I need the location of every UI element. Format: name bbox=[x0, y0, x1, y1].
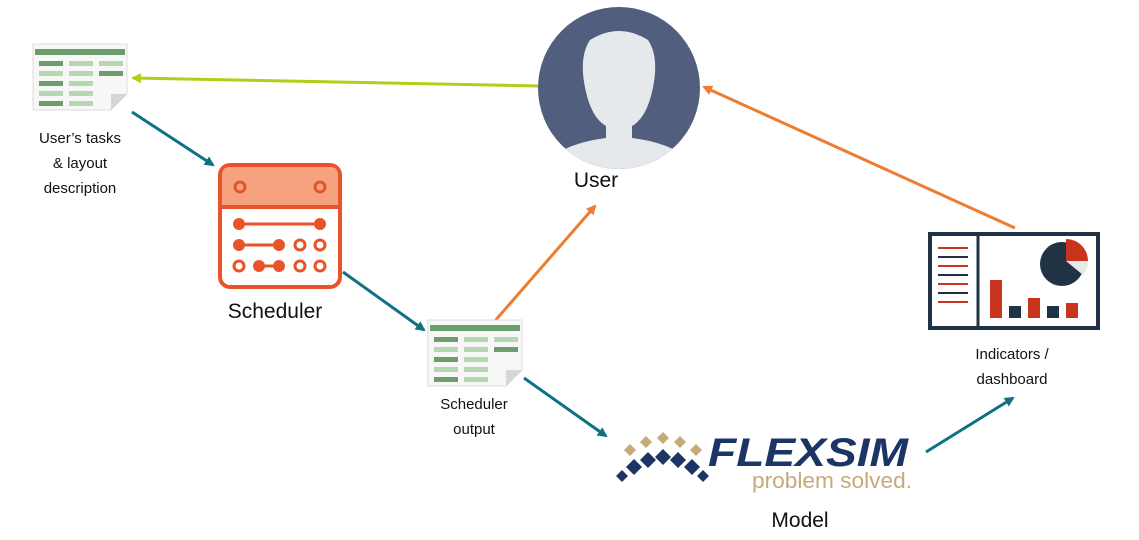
user-tasks-label: User’s tasks & layout description bbox=[10, 126, 150, 201]
model-label: Model bbox=[771, 509, 829, 532]
user-tasks-label-line: & layout bbox=[52, 155, 108, 172]
dashboard-label-line: dashboard bbox=[976, 371, 1048, 388]
scheduler-output-label-line: output bbox=[453, 421, 495, 438]
dashboard-icon bbox=[928, 232, 1100, 330]
scheduler-output-document-icon bbox=[427, 319, 523, 387]
arrow-tasks-to-scheduler bbox=[131, 110, 215, 167]
user-tasks-label-line: description bbox=[43, 180, 117, 197]
arrow-model-to-dashboard bbox=[925, 396, 1015, 454]
arrow-user-to-tasks bbox=[131, 73, 539, 88]
scheduler-output-label-line: Scheduler bbox=[440, 396, 508, 413]
user-avatar-icon bbox=[538, 7, 700, 169]
dashboard-label-line: Indicators / bbox=[975, 346, 1049, 363]
flexsim-wordmark: FLEXSIM bbox=[708, 431, 910, 475]
flexsim-tagline: problem solved. bbox=[752, 468, 912, 493]
flexsim-logo: FLEXSIM problem solved. bbox=[616, 431, 912, 493]
user-label: User bbox=[573, 169, 619, 192]
scheduler-calendar-icon bbox=[218, 163, 342, 289]
arrow-dashboard-to-user bbox=[702, 85, 1016, 230]
arrow-scheduler-to-output bbox=[342, 270, 426, 332]
scheduler-output-label: Scheduler output bbox=[404, 392, 544, 442]
tasks-document-icon bbox=[32, 43, 128, 111]
dashboard-label: Indicators / dashboard bbox=[942, 342, 1082, 392]
arrow-output-to-model bbox=[523, 376, 608, 438]
scheduler-label: Scheduler bbox=[227, 300, 323, 323]
arrow-output-to-user bbox=[492, 204, 597, 323]
user-tasks-label-line: User’s tasks bbox=[39, 130, 121, 147]
